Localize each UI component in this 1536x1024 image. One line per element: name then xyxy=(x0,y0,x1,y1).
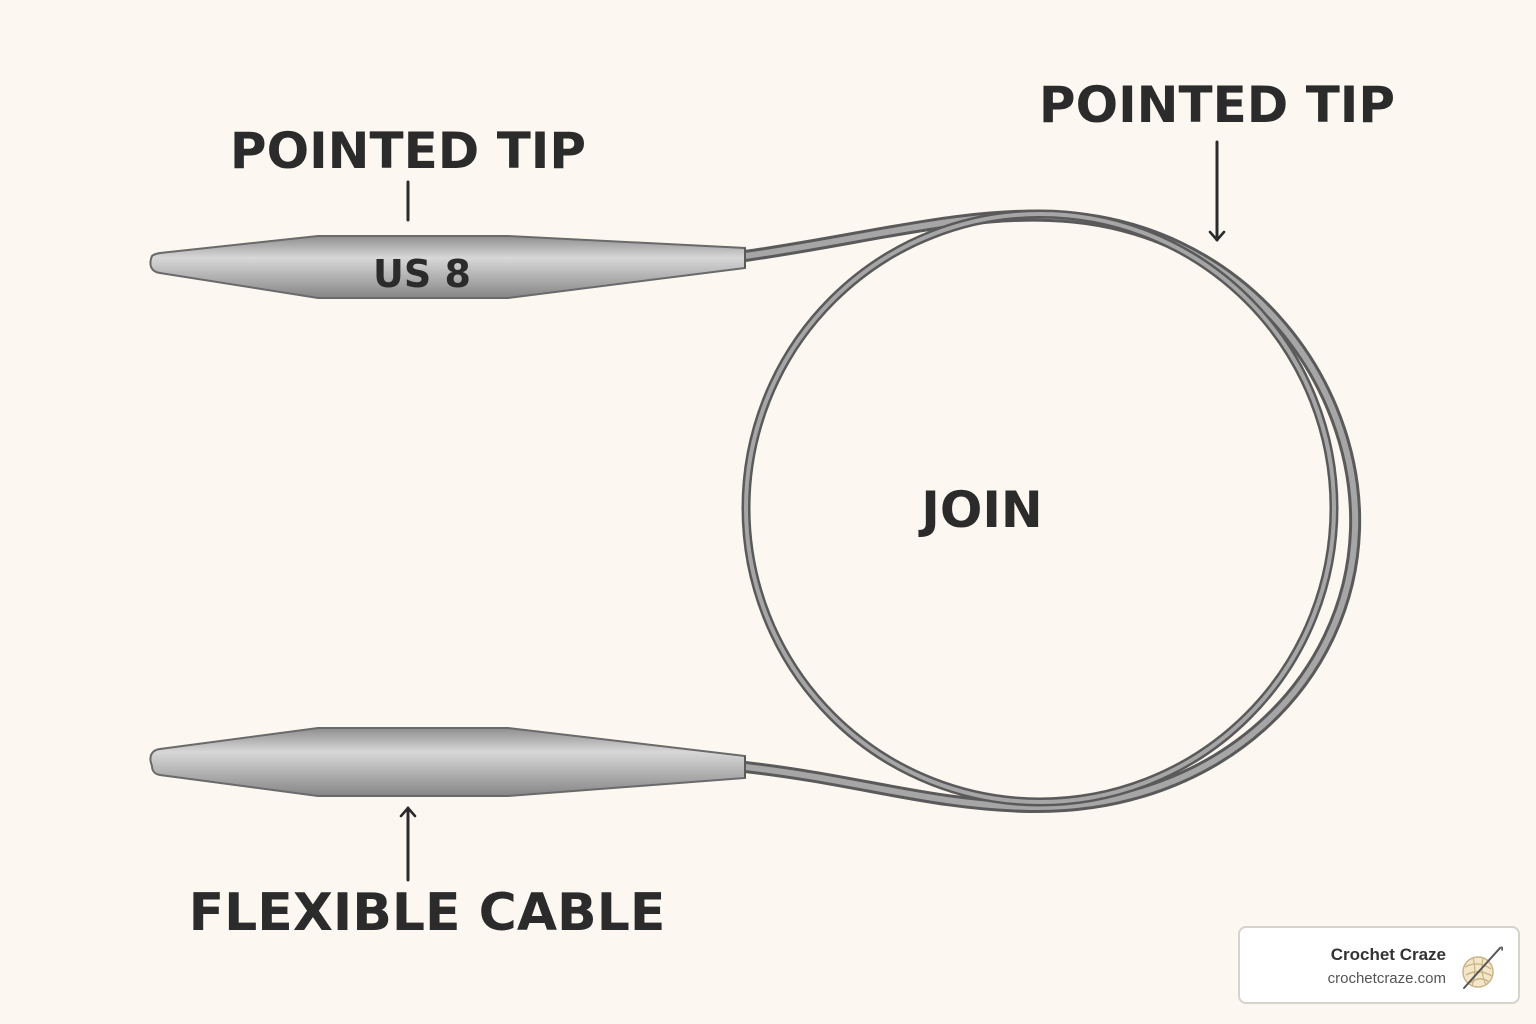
lower-needle-tip xyxy=(149,727,746,797)
yarn-ball-with-hook-icon xyxy=(1462,946,1504,989)
brand-card: Crochet Craze crochetcraze.com xyxy=(1238,926,1520,1004)
brand-url: crochetcraze.com xyxy=(1327,970,1446,987)
flexible-cable-label: FLEXIBLE CABLE xyxy=(189,883,666,943)
needle-size-label: US 8 xyxy=(373,252,471,296)
flexible-cable xyxy=(739,209,1362,814)
join-label: JOIN xyxy=(918,481,1043,539)
pointed-tip-label-left: POINTED TIP xyxy=(230,122,586,180)
upper-needle-tip xyxy=(149,235,746,299)
brand-name: Crochet Craze xyxy=(1330,945,1446,964)
pointed-tip-label-right: POINTED TIP xyxy=(1039,76,1395,134)
